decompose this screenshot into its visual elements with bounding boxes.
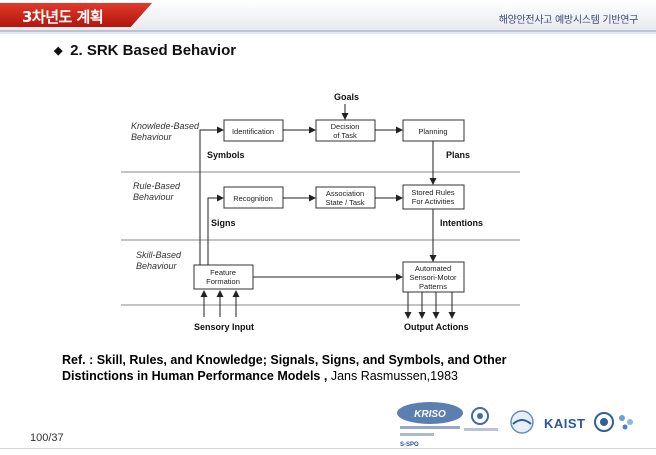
level-rule-line2: Behaviour — [133, 192, 175, 202]
arrow-feature-recognition — [207, 194, 224, 265]
feature-label-2: Formation — [206, 277, 240, 286]
label-signs: Signs — [211, 218, 236, 228]
kriso-logo: KRISO S-SPO — [397, 402, 463, 448]
reference-author: Jans Rasmussen,1983 — [330, 369, 458, 383]
level-skill-line1: Skill-Based — [136, 250, 182, 260]
label-plans: Plans — [446, 150, 470, 160]
reference-line1: Ref. : Skill, Rules, and Knowledge; Sign… — [62, 353, 507, 367]
stored-rules-label-2: For Activities — [412, 197, 455, 206]
diamond-bullet-icon: ◆ — [54, 45, 63, 57]
page-number: 100/37 — [30, 432, 64, 444]
automated-label-3: Patterns — [419, 282, 447, 291]
header-title: 3차년도 계획 — [22, 8, 104, 26]
arrow-feature-identification — [199, 126, 224, 265]
association-label-1: Association — [326, 189, 364, 198]
header-title-tab — [0, 3, 152, 27]
level-skill-line2: Behaviour — [136, 261, 178, 271]
automated-label-2: Sensori-Motor — [409, 273, 457, 282]
level-rule-line1: Rule-Based — [133, 181, 181, 191]
level-labels: Knowlede-Based Behaviour Rule-Based Beha… — [131, 121, 200, 271]
label-symbols: Symbols — [207, 150, 245, 160]
box-automated — [402, 261, 465, 293]
header-band: 3차년도 계획 해양안전사고 예방시스템 기반연구 — [0, 0, 656, 34]
level-separators — [121, 171, 520, 306]
header-subtitle: 해양안전사고 예방시스템 기반연구 — [498, 15, 639, 26]
footer-divider — [0, 448, 656, 449]
planning-label: Planning — [418, 127, 447, 136]
reference-text: Ref. : Skill, Rules, and Knowledge; Sign… — [62, 352, 622, 384]
feature-label-1: Feature — [210, 268, 236, 277]
section-heading: ◆ 2. SRK Based Behavior — [54, 42, 236, 59]
level-knowledge-line2: Behaviour — [131, 132, 173, 142]
round-seal-logo-1 — [464, 407, 498, 431]
section-heading-text: 2. SRK Based Behavior — [70, 42, 237, 59]
recognition-label: Recognition — [233, 194, 273, 203]
level-knowledge-line1: Knowlede-Based — [131, 121, 200, 131]
emblem-logo — [594, 412, 614, 432]
flow-labels: Goals Symbols Plans Signs Intentions Sen… — [194, 92, 483, 332]
footer-logos: KRISO S-SPO KAIST — [397, 402, 633, 448]
decision-label-1: Decision — [331, 122, 360, 131]
automated-label-1: Automated — [415, 264, 451, 273]
label-goals: Goals — [334, 92, 359, 102]
reference-line2: Distinctions in Human Performance Models… — [62, 369, 328, 383]
association-label-2: State / Task — [325, 198, 364, 207]
decision-label-2: of Task — [333, 131, 357, 140]
box-feature — [193, 264, 254, 290]
diagram-arrows — [199, 104, 456, 319]
diagram-boxes — [193, 119, 465, 293]
header-divider — [0, 30, 656, 32]
box-stored-rules — [402, 184, 465, 210]
svg-text:KRISO: KRISO — [414, 409, 446, 420]
identification-label: Identification — [232, 127, 274, 136]
svg-text:S-SPO: S-SPO — [400, 442, 419, 448]
label-sensory-input: Sensory Input — [194, 322, 254, 332]
label-intentions: Intentions — [440, 218, 483, 228]
round-seal-logo-2 — [510, 410, 534, 434]
label-output-actions: Output Actions — [404, 322, 469, 332]
box-labels: Identification Decision of Task Planning… — [206, 122, 457, 291]
dots-logo — [619, 415, 633, 430]
kaist-logo: KAIST — [544, 416, 586, 431]
svg-text:KAIST: KAIST — [544, 416, 586, 431]
stored-rules-label-1: Stored Rules — [411, 188, 455, 197]
